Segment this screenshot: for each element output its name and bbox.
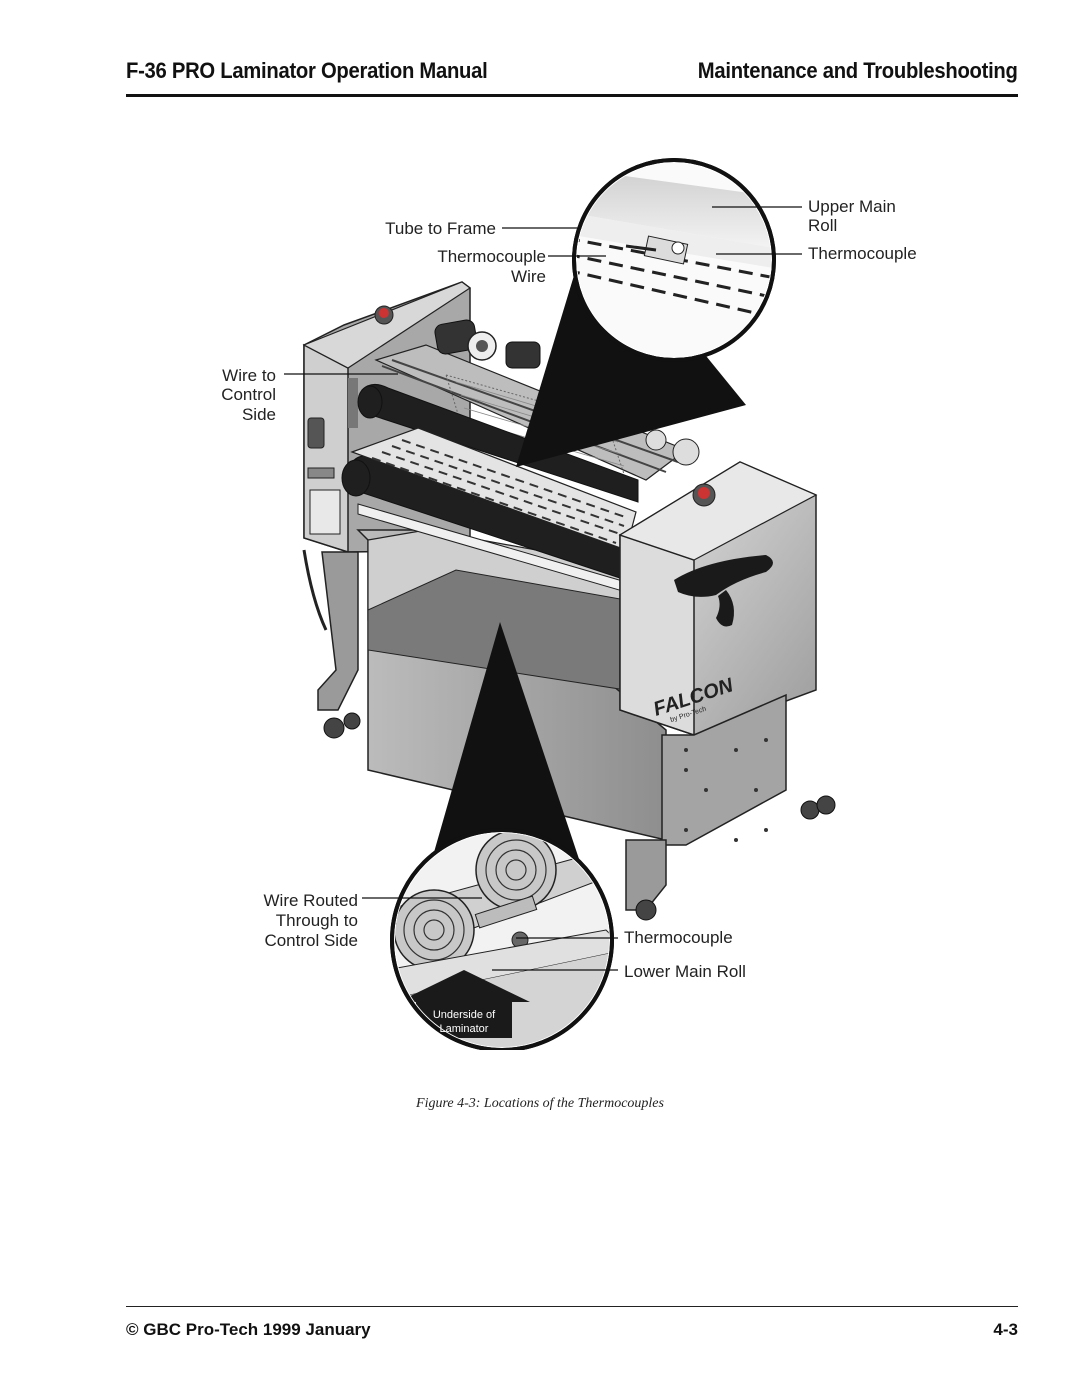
- callout-wire-routed-3: Control Side: [264, 931, 358, 950]
- callout-underside-2: Laminator: [440, 1023, 489, 1035]
- callout-underside-1: Underside of: [433, 1009, 496, 1021]
- callout-wire-to-control-3: Side: [242, 405, 276, 424]
- callout-lower-thermocouple: Thermocouple: [624, 928, 733, 947]
- section-title: Maintenance and Troubleshooting: [698, 58, 1018, 83]
- callout-wire-routed-2: Through to: [276, 911, 358, 930]
- callout-wire-to-control-1: Wire to: [222, 366, 276, 385]
- laminator-machine: FALCON by Pro-Tech: [302, 281, 836, 921]
- upper-detail-callout: [516, 158, 776, 467]
- lower-detail-callout: [390, 622, 614, 1050]
- callout-thermocouple-wire-1: Thermocouple: [437, 247, 546, 266]
- thermocouple-figure: FALCON by Pro-Tech: [126, 150, 1018, 1050]
- header-rule: [126, 94, 1018, 97]
- callout-labels: Tube to Frame Thermocouple Wire Upper Ma…: [221, 197, 916, 1035]
- page-number: 4-3: [993, 1320, 1018, 1339]
- callout-wire-to-control-2: Control: [221, 385, 276, 404]
- figure-caption: Figure 4-3: Locations of the Thermocoupl…: [416, 1096, 664, 1111]
- callout-lower-main-roll: Lower Main Roll: [624, 962, 746, 981]
- footer-copyright: © GBC Pro-Tech 1999 January: [126, 1320, 371, 1339]
- laminator-illustration: FALCON by Pro-Tech: [221, 158, 917, 1050]
- page-header: F-36 PRO Laminator Operation Manual Main…: [126, 58, 1018, 94]
- footer-rule: [126, 1306, 1018, 1307]
- callout-wire-routed-1: Wire Routed: [264, 891, 358, 910]
- manual-title: F-36 PRO Laminator Operation Manual: [126, 58, 488, 83]
- callout-upper-main-roll-2: Roll: [808, 216, 837, 235]
- callout-upper-main-roll-1: Upper Main: [808, 197, 896, 216]
- leader-lines: [284, 206, 802, 971]
- callout-tube-to-frame: Tube to Frame: [385, 219, 496, 238]
- callout-upper-thermocouple: Thermocouple: [808, 244, 917, 263]
- callout-thermocouple-wire-2: Wire: [511, 267, 546, 286]
- feed-tray: [350, 427, 637, 551]
